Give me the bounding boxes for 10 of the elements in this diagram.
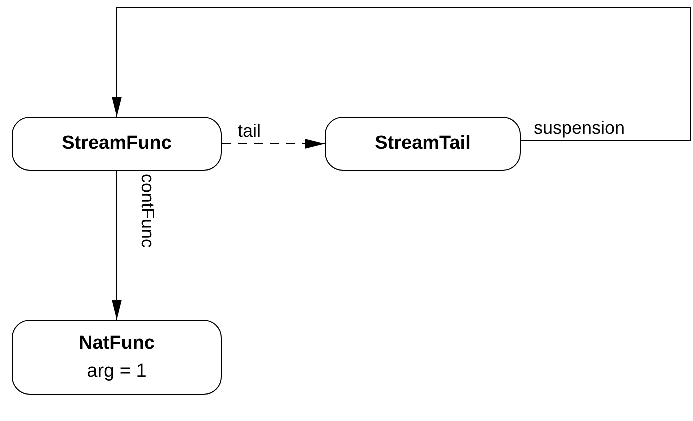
arrow	[112, 170, 122, 320]
arrow	[112, 8, 692, 142]
node-title: NatFunc	[79, 332, 155, 356]
state-box	[12, 117, 222, 171]
node-text: arg = 1	[87, 360, 147, 384]
arrow	[222, 139, 326, 149]
state-box	[12, 320, 222, 395]
node-title: StreamFunc	[62, 132, 172, 156]
node-title: StreamTail	[375, 132, 471, 156]
state-box	[325, 117, 521, 171]
